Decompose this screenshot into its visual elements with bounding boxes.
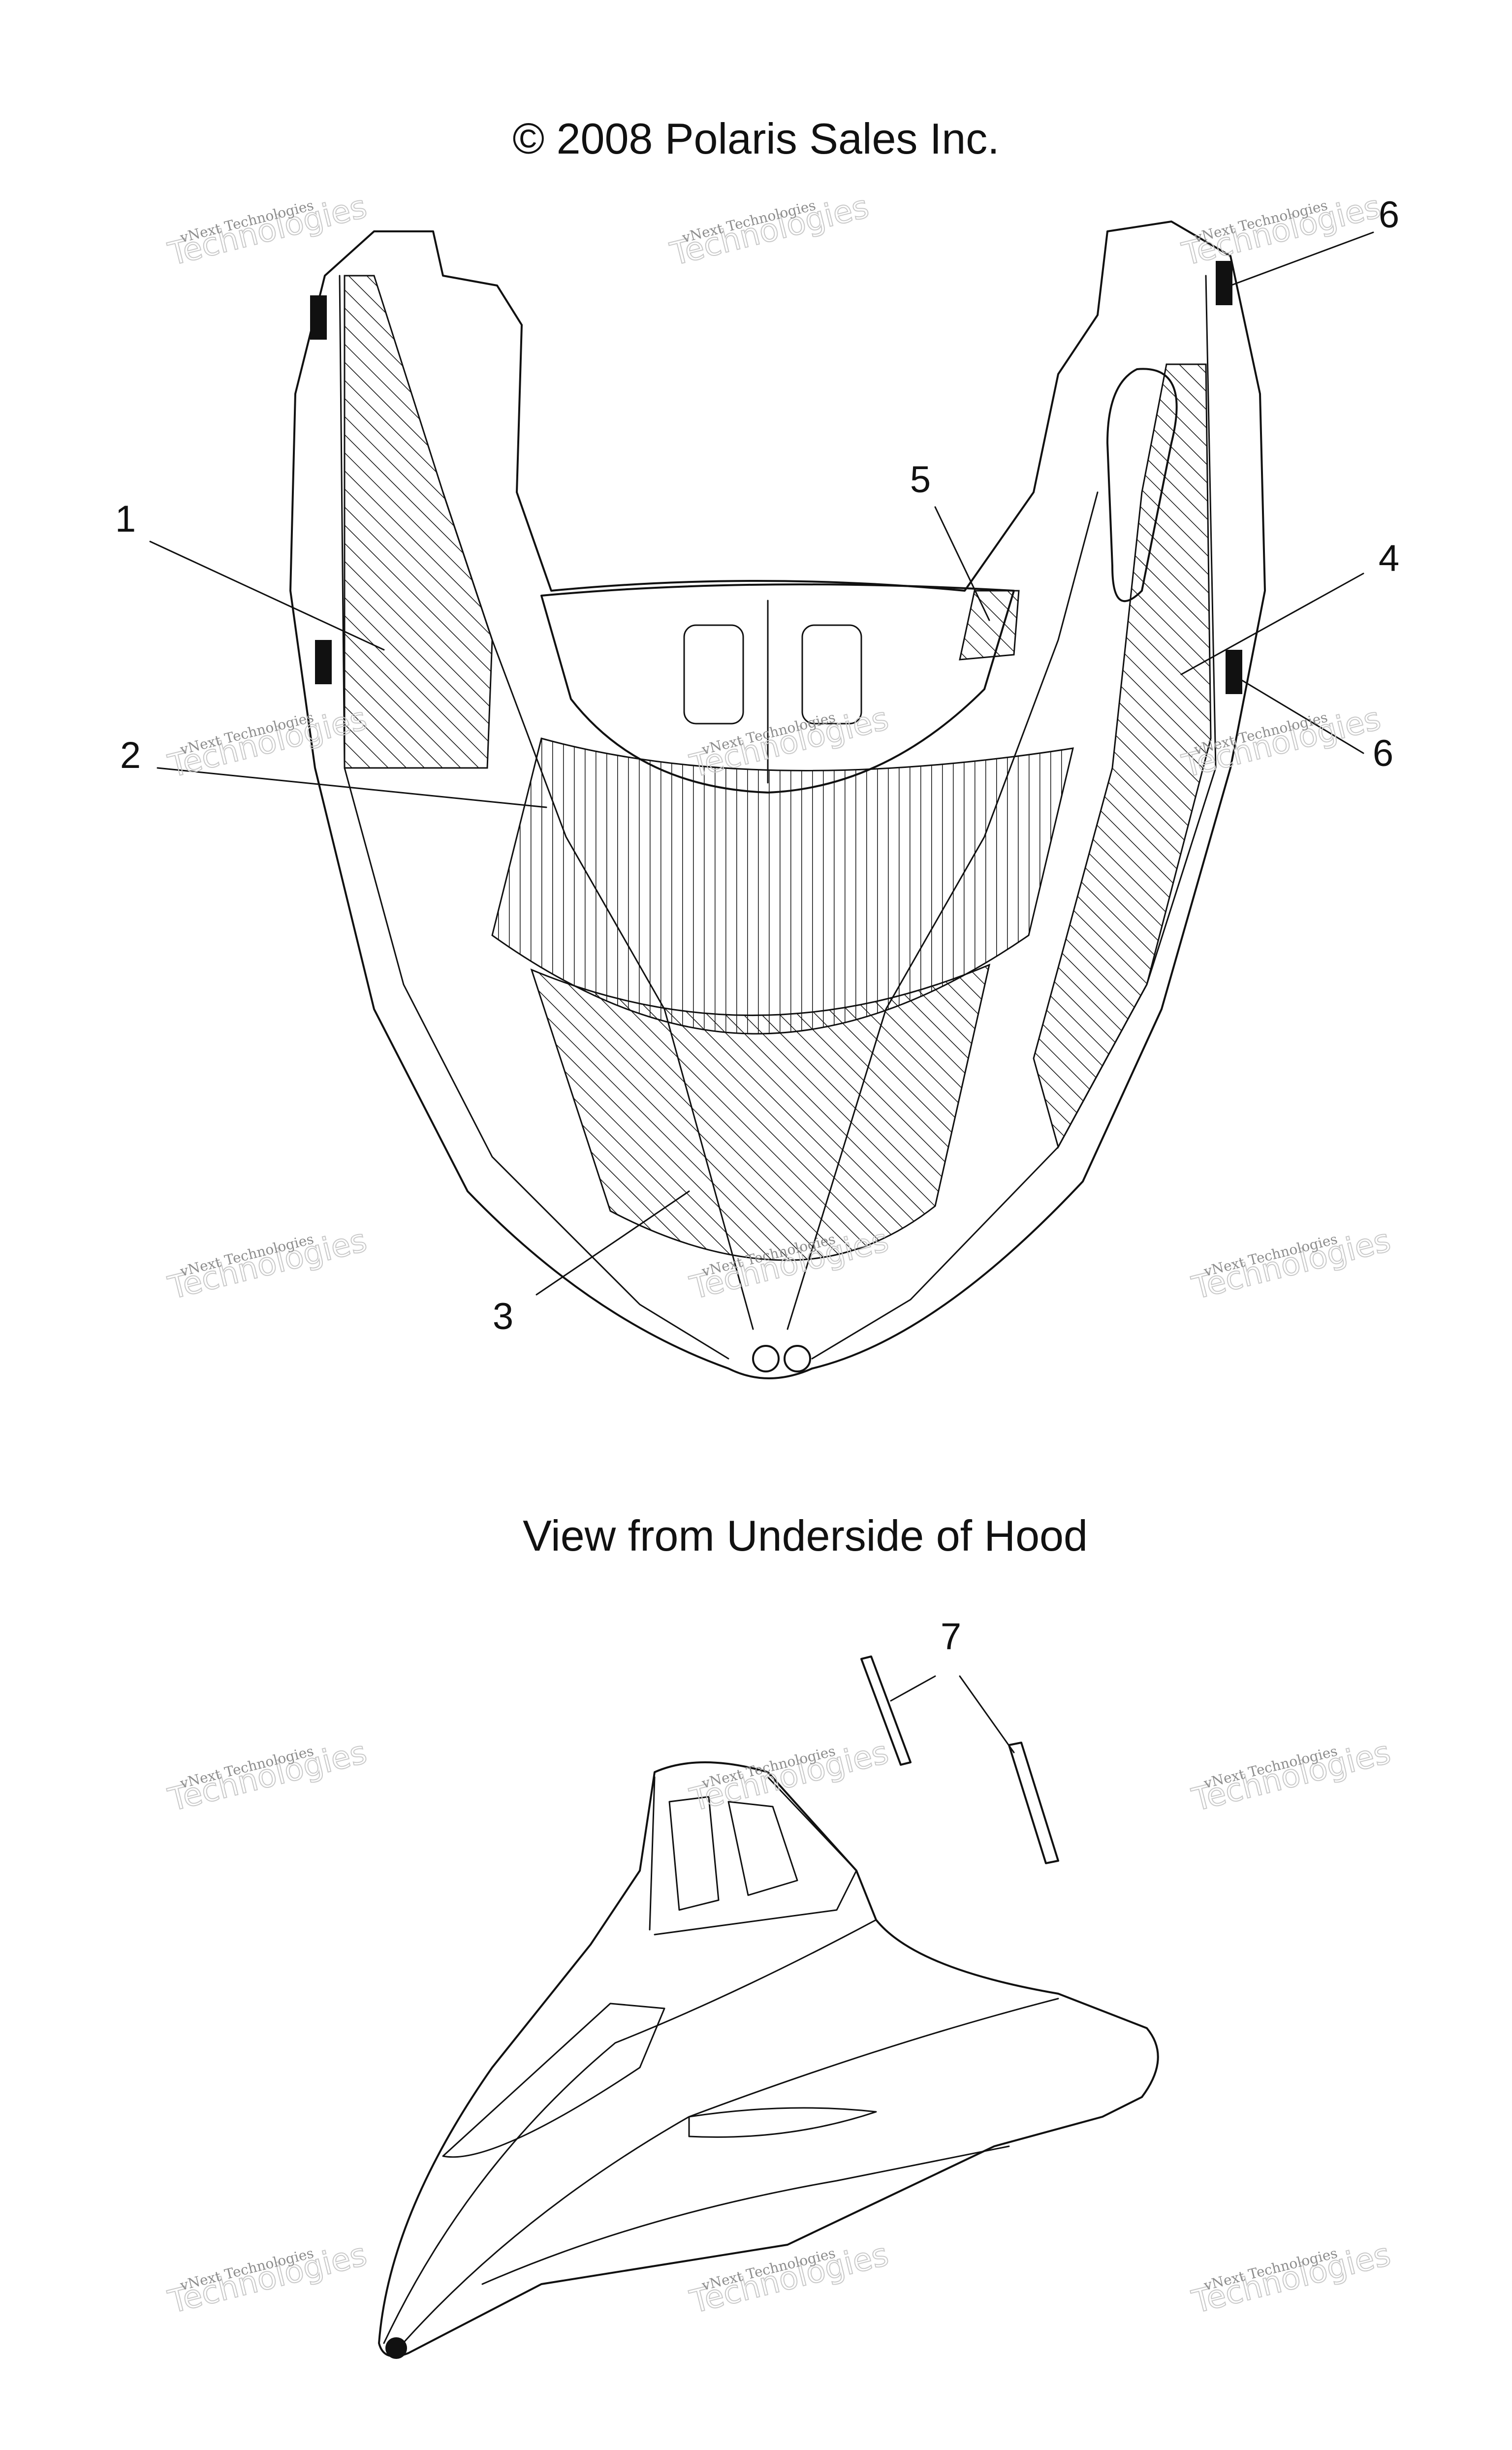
hood-iso-vent-left — [668, 1796, 720, 1911]
callout-7-label: 7 — [941, 1616, 961, 1657]
callout-6a-label: 6 — [1379, 194, 1399, 236]
hood-isometric-view — [378, 1761, 1159, 2359]
callout-1-leader — [149, 541, 385, 651]
callout-6a-leader — [1229, 231, 1374, 286]
vent-slot-right — [801, 624, 862, 725]
callout-3-label: 3 — [493, 1296, 513, 1337]
callout-4-label: 4 — [1379, 538, 1399, 579]
hood-iso-ridge-1 — [383, 1919, 877, 2344]
callouts-top-view: 1 2 3 4 5 6 6 — [115, 194, 1399, 1337]
callout-3-leader — [536, 1190, 690, 1296]
hood-iso-windshield — [649, 1776, 857, 1936]
decal-4-right-panel — [1033, 363, 1212, 1149]
hood-iso-nose-fastener — [385, 2337, 407, 2359]
watermark-15: Technologies vNext Technologies — [1188, 2236, 1395, 2322]
watermark-11: Technologies vNext Technologies — [686, 1734, 893, 1819]
copyright-text: © 2008 Polaris Sales Inc. — [512, 114, 999, 163]
watermark-14: Technologies vNext Technologies — [686, 2236, 893, 2322]
hood-underside-view — [289, 221, 1266, 1379]
hood-iso-side-panel — [442, 2003, 665, 2158]
decal-1-left-panel — [344, 275, 493, 769]
reflector-6-lower — [1226, 650, 1242, 694]
watermark-3: Technologies vNext Technologies — [1178, 188, 1385, 274]
watermark-9: Technologies vNext Technologies — [1188, 1222, 1395, 1307]
watermark-2: Technologies vNext Technologies — [666, 188, 873, 274]
callout-5-leader — [934, 506, 990, 621]
hood-outline — [289, 221, 1266, 1379]
reflector-left-lower — [315, 640, 332, 684]
watermark-12: Technologies vNext Technologies — [1188, 1734, 1395, 1819]
vent-slot-left — [683, 624, 744, 725]
watermark-7: Technologies vNext Technologies — [164, 1222, 371, 1307]
callout-5-label: 5 — [910, 459, 931, 501]
nose-fastener-left — [752, 1345, 780, 1372]
underside-view-caption: View from Underside of Hood — [523, 1511, 1088, 1560]
callout-4-leader — [1180, 573, 1364, 675]
hood-iso-outline — [378, 1761, 1159, 2357]
hood-iso-vent-right — [727, 1801, 798, 1896]
nose-fastener-right — [784, 1345, 811, 1372]
watermark-4: Technologies vNext Technologies — [164, 700, 371, 786]
callout-6b-leader — [1239, 678, 1364, 754]
callout-1-label: 1 — [115, 498, 136, 540]
decal-7-strip-left — [860, 1655, 912, 1766]
reflector-left-upper — [310, 295, 327, 340]
watermark-10: Technologies vNext Technologies — [164, 1734, 371, 1819]
decal-7-strips: 7 — [860, 1616, 1059, 1864]
callout-7-leader — [890, 1675, 1015, 1753]
hood-iso-accent — [688, 2107, 877, 2138]
watermark-1: Technologies vNext Technologies — [164, 188, 371, 274]
callout-2-label: 2 — [120, 734, 141, 776]
hood-iso-ridge-3 — [481, 2145, 1010, 2285]
decal-3-nose — [530, 963, 991, 1261]
decal-5-insert — [959, 590, 1020, 661]
callout-2-leader — [157, 767, 547, 808]
watermark-13: Technologies vNext Technologies — [164, 2236, 371, 2322]
hood-inner-contour-left — [339, 275, 729, 1360]
callout-6b-label: 6 — [1373, 732, 1393, 774]
right-panel-window — [1106, 368, 1178, 603]
decal-7-strip-right — [1008, 1742, 1059, 1864]
reflector-6-upper — [1216, 261, 1232, 305]
